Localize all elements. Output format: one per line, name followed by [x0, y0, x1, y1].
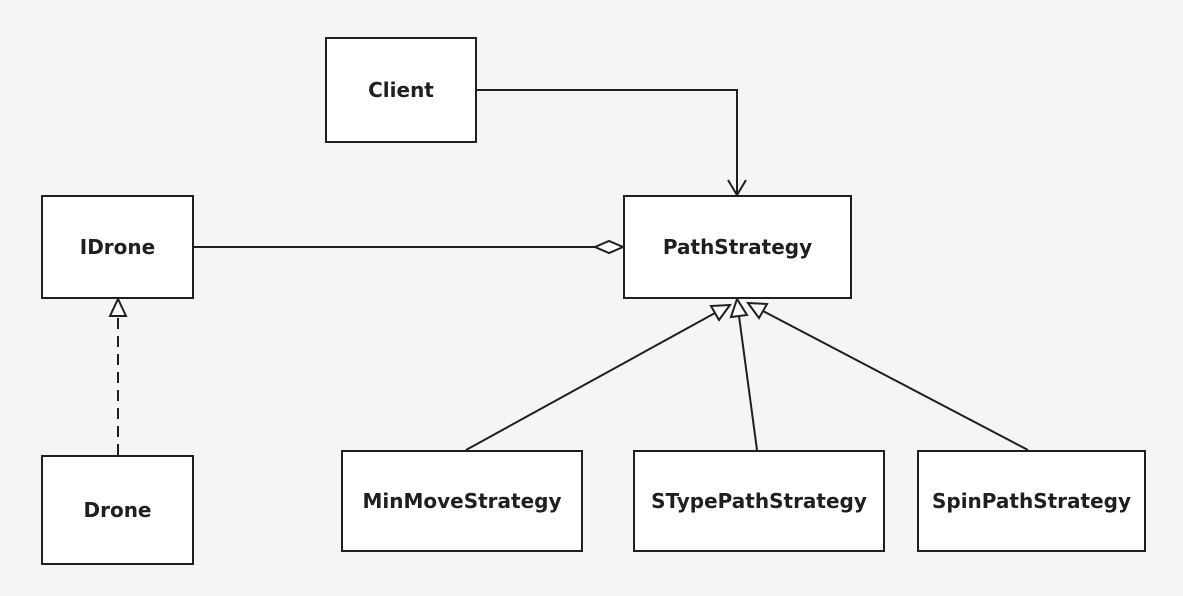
class-client-label: Client	[368, 78, 434, 102]
class-client[interactable]: Client	[325, 37, 477, 143]
aggregation-idrone-pathstrategy	[194, 239, 626, 255]
class-stypepathstrategy[interactable]: STypePathStrategy	[633, 450, 885, 552]
class-drone-label: Drone	[83, 498, 152, 522]
class-idrone-label: IDrone	[79, 235, 156, 259]
generalization-spin-pathstrategy	[745, 301, 1029, 451]
association-client-pathstrategy	[477, 89, 747, 197]
generalization-stype-pathstrategy	[729, 296, 758, 451]
class-pathstrategy-label: PathStrategy	[662, 235, 813, 259]
class-stypepathstrategy-label: STypePathStrategy	[651, 489, 867, 513]
class-spinpathstrategy[interactable]: SpinPathStrategy	[917, 450, 1146, 552]
class-idrone[interactable]: IDrone	[41, 195, 194, 299]
class-minmovestrategy-label: MinMoveStrategy	[362, 489, 562, 513]
class-pathstrategy[interactable]: PathStrategy	[623, 195, 852, 299]
realization-drone-idrone	[108, 296, 128, 455]
generalization-minmove-pathstrategy	[465, 303, 733, 451]
class-spinpathstrategy-label: SpinPathStrategy	[931, 489, 1132, 513]
class-drone[interactable]: Drone	[41, 455, 194, 565]
class-minmovestrategy[interactable]: MinMoveStrategy	[341, 450, 583, 552]
